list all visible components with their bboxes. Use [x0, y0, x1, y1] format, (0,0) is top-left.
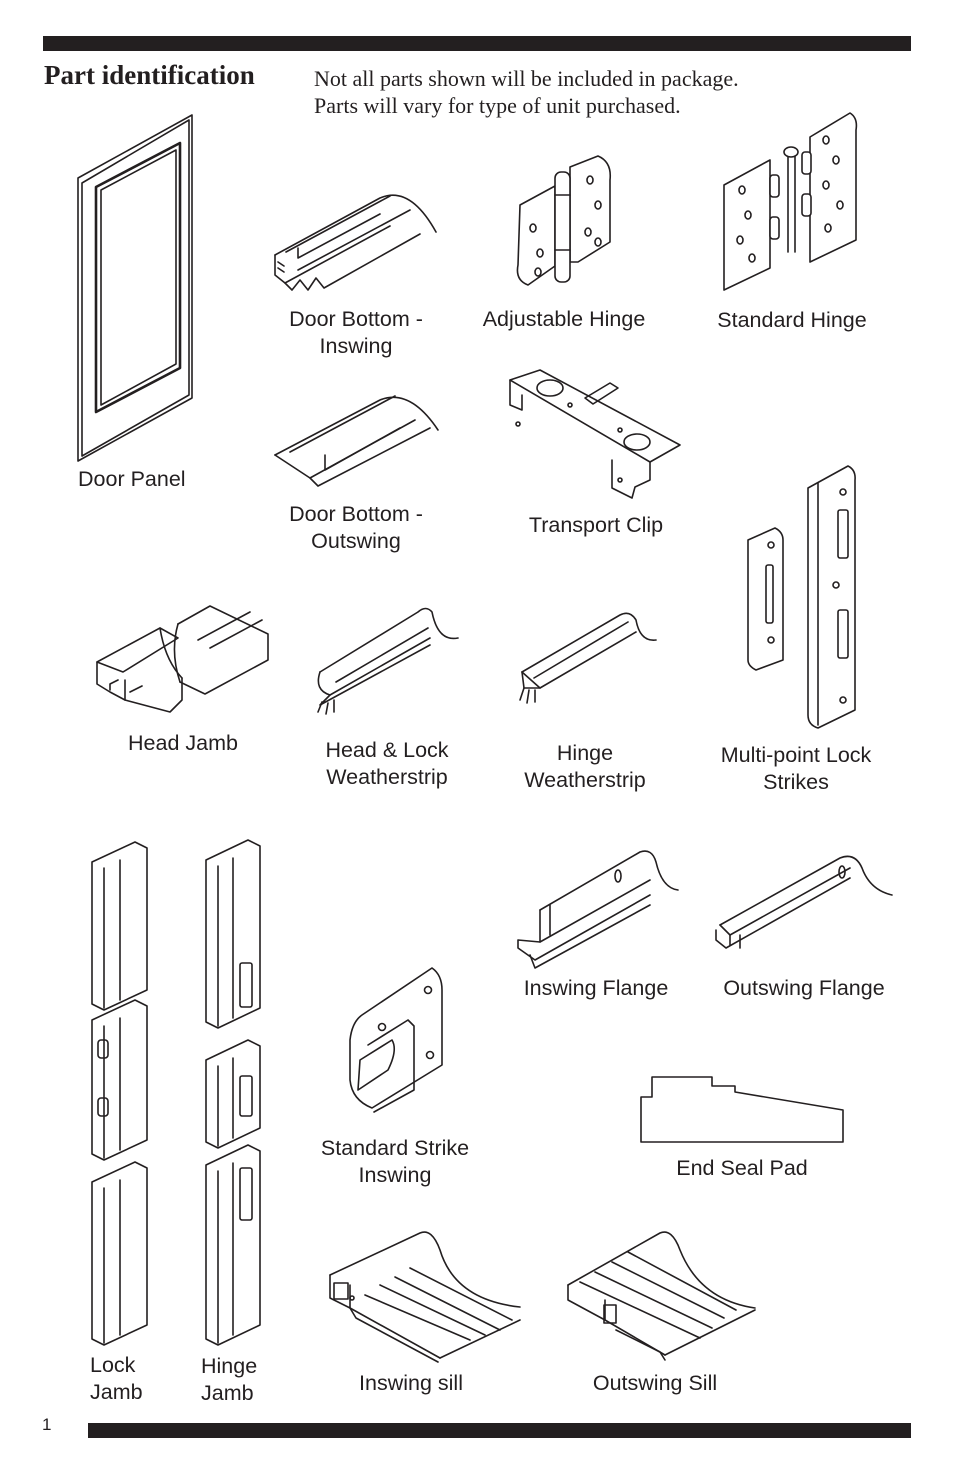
inswing-sill-label: Inswing sill — [359, 1371, 463, 1395]
page-title: Part identification — [44, 60, 255, 90]
standard-strike-inswing-illustration — [350, 968, 442, 1112]
package-note-line-2: Parts will vary for type of unit purchas… — [314, 93, 681, 118]
adjustable-hinge-illustration — [517, 156, 610, 285]
door-bottom-outswing-label-line-1: Door Bottom - — [289, 502, 423, 526]
lock-jamb-label-line-2: Jamb — [90, 1380, 143, 1404]
standard-strike-inswing-label-line-1: Standard Strike — [320, 1136, 470, 1160]
transport-clip-illustration — [510, 370, 680, 498]
head-lock-weatherstrip-label: Head & Lock Weatherstrip — [325, 737, 448, 791]
outswing-flange-illustration — [716, 856, 892, 948]
door-bottom-outswing-illustration — [275, 396, 438, 486]
head-lock-weatherstrip-illustration — [318, 609, 458, 715]
lock-jamb-label-line-1: Lock — [90, 1353, 136, 1377]
end-seal-pad-label: End Seal Pad — [676, 1156, 808, 1180]
end-seal-pad-illustration — [641, 1077, 843, 1142]
multipoint-lock-strikes-label: Multi-point Lock Strikes — [721, 742, 872, 796]
hinge-weatherstrip-illustration — [520, 613, 656, 703]
door-bottom-inswing-label-line-1: Door Bottom - — [289, 307, 423, 331]
door-bottom-outswing-label-line-2: Outswing — [311, 529, 401, 553]
hinge-jamb-label-line-1: Hinge — [201, 1354, 258, 1378]
outswing-flange-label: Outswing Flange — [723, 976, 885, 1000]
multipoint-lock-strikes-label-line-1: Multi-point Lock — [720, 743, 872, 767]
door-bottom-outswing-label: Door Bottom - Outswing — [289, 501, 423, 555]
multipoint-lock-strikes-label-line-2: Strikes — [763, 770, 829, 794]
lock-jamb-label: Lock Jamb — [90, 1352, 143, 1406]
multipoint-lock-strikes-illustration — [748, 466, 855, 728]
door-panel-illustration — [78, 115, 192, 461]
inswing-flange-label: Inswing Flange — [523, 976, 669, 1000]
door-panel-label: Door Panel — [78, 467, 186, 491]
top-rule — [43, 36, 911, 51]
head-lock-weatherstrip-label-line-1: Head & Lock — [325, 738, 449, 762]
hinge-weatherstrip-label: Hinge Weatherstrip — [524, 740, 645, 794]
outswing-sill-illustration — [568, 1232, 755, 1360]
hinge-weatherstrip-label-line-2: Weatherstrip — [524, 768, 646, 792]
inswing-flange-illustration — [518, 851, 678, 968]
standard-strike-inswing-label: Standard Strike Inswing — [321, 1135, 469, 1189]
bottom-rule — [88, 1423, 911, 1438]
hinge-jamb-illustration — [206, 840, 260, 1345]
head-lock-weatherstrip-label-line-2: Weatherstrip — [326, 765, 448, 789]
standard-hinge-label: Standard Hinge — [717, 308, 867, 332]
door-bottom-inswing-label: Door Bottom - Inswing — [289, 306, 423, 360]
hinge-jamb-label: Hinge Jamb — [201, 1353, 257, 1407]
transport-clip-label: Transport Clip — [528, 513, 664, 537]
standard-strike-inswing-label-line-2: Inswing — [358, 1163, 432, 1187]
head-jamb-label: Head Jamb — [128, 731, 238, 755]
page-number: 1 — [42, 1415, 52, 1434]
hinge-jamb-label-line-2: Jamb — [201, 1381, 254, 1405]
door-bottom-inswing-label-line-2: Inswing — [319, 334, 393, 358]
inswing-sill-illustration — [330, 1232, 520, 1362]
head-jamb-illustration — [97, 606, 268, 712]
standard-hinge-illustration — [724, 113, 856, 290]
outswing-sill-label: Outswing Sill — [592, 1371, 718, 1395]
door-bottom-inswing-illustration — [275, 195, 436, 290]
lock-jamb-illustration — [92, 842, 147, 1345]
adjustable-hinge-label: Adjustable Hinge — [482, 307, 646, 331]
package-note-line-1: Not all parts shown will be included in … — [314, 66, 739, 91]
hinge-weatherstrip-label-line-1: Hinge — [556, 741, 614, 765]
